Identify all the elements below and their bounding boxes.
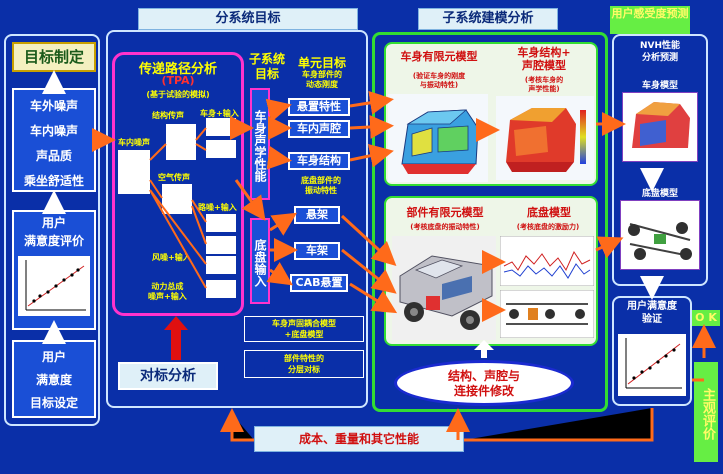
tpa-thumb-body1 <box>206 118 236 136</box>
prediction-body-image <box>622 92 698 162</box>
header-user-perception: 用户感受度预测 <box>610 6 690 34</box>
target-item-ride-comfort: 乘坐舒适性 <box>23 174 84 188</box>
tpa-label-road-input: 路噪+输入 <box>198 203 237 212</box>
tpa-thumb-road2 <box>206 236 236 254</box>
body-fem-image <box>388 94 488 182</box>
tpa-label-wind-input: 风噪+输入 <box>152 253 191 262</box>
unit-chassis-vibration-note: 底盘部件的 振动特性 <box>301 176 341 195</box>
unit-cab-mount-box: CAB悬置 <box>290 274 348 292</box>
prediction-chassis-image <box>620 200 700 270</box>
target-item-interior-noise: 车内噪声 <box>29 124 78 138</box>
tpa-label-air-path: 空气传声 <box>158 173 190 182</box>
body-acoustic-box: 车身声学性能 <box>250 88 270 200</box>
tpa-thumb-body2 <box>206 140 236 158</box>
prediction-chassis-model-label: 底盘模型 <box>641 189 678 199</box>
subsystem-target-label: 子系统 目标 <box>248 52 285 81</box>
chassis-curve-image <box>500 236 594 286</box>
tpa-label-power-input: 动力总成 噪声+输入 <box>148 282 187 301</box>
tpa-thumb-cabin <box>118 150 150 194</box>
unit-target-title: 单元目标 <box>297 56 346 70</box>
tpa-thumb-air <box>162 184 192 214</box>
user-target-box: 用户 满意度 目标设定 <box>12 340 96 418</box>
tpa-title: 传递路径分析 <box>138 62 217 77</box>
satisfaction-eval-line1: 用户 <box>41 216 66 230</box>
chassis-model-note: (考核底盘的激励力) <box>516 223 580 231</box>
target-item-sound-quality: 声品质 <box>35 149 72 163</box>
component-benchmark-box: 部件特性的 分层对标 <box>244 350 364 378</box>
body-fem-note: (验证车身的刚度 与振动特性) <box>412 72 466 89</box>
prediction-body-model-label: 车身模型 <box>641 81 678 91</box>
loop-bottom-right <box>464 408 654 442</box>
body-fem-title: 车身有限元模型 <box>400 50 478 63</box>
body-acoustic-image <box>496 96 594 180</box>
ok-badge: O K <box>692 310 720 326</box>
loop-bottom-left <box>220 408 254 442</box>
unit-body-dynamic-note: 车身部件的 动态刚度 <box>302 70 342 89</box>
unit-suspension-box: 悬置特性 <box>288 98 350 116</box>
target-items-box: 车外噪声 车内噪声 声品质 乘坐舒适性 <box>12 88 96 192</box>
chassis-input-box: 底盘输入 <box>250 218 270 304</box>
tpa-note: (基于试验的模拟) <box>146 90 210 99</box>
tpa-thumb-road1 <box>206 214 236 232</box>
user-target-line1: 用户 <box>41 350 66 364</box>
tpa-subtitle: (TPA) <box>161 74 195 87</box>
satisfaction-eval-box: 用户 满意度评价 <box>12 210 96 330</box>
truck-chassis-image <box>392 236 496 340</box>
unit-body-structure-box: 车身结构 <box>288 152 350 170</box>
target-item-exterior-noise: 车外噪声 <box>29 99 78 113</box>
satisfaction-eval-line2: 满意度评价 <box>23 234 84 248</box>
header-subsystem-target: 分系统目标 <box>138 8 358 30</box>
unit-cabin-cavity-box: 车内声腔 <box>288 120 350 138</box>
component-fem-note: (考核底盘的振动特性) <box>410 223 480 231</box>
tpa-label-structure: 结构传声 <box>152 111 184 120</box>
tpa-label-body-input: 车身+输入 <box>200 109 239 118</box>
chassis-model-title: 底盘模型 <box>527 206 571 219</box>
body-acoustic-model-title: 车身结构+ 声腔模型 <box>517 46 571 72</box>
user-verify-plot <box>618 334 686 396</box>
user-verify-title: 用户满意度 验证 <box>627 301 677 325</box>
tpa-label-cabin-noise: 车内噪声 <box>118 138 150 147</box>
modify-ellipse: 结构、声腔与 连接件修改 <box>394 360 574 406</box>
cost-weight-box: 成本、重量和其它性能 <box>254 426 464 452</box>
tpa-thumb-wind <box>206 256 236 274</box>
header-subsystem-modeling: 子系统建模分析 <box>418 8 558 30</box>
tpa-thumb-structure <box>166 124 196 160</box>
benchmark-box: 对标分析 <box>118 362 218 390</box>
subjective-eval-box: 主观评价 <box>694 362 718 462</box>
nvh-title: NVH性能 分析预测 <box>639 41 681 63</box>
user-target-line2: 满意度 <box>35 373 72 387</box>
body-acoustic-model-note: (考核车身的 声学性能) <box>524 76 564 93</box>
satisfaction-scatter-plot <box>18 256 90 316</box>
goal-setting-title: 目标制定 <box>12 42 96 72</box>
coupled-model-box: 车身声固耦合模型 +底盘模型 <box>244 316 364 342</box>
component-fem-title: 部件有限元模型 <box>406 206 484 219</box>
tpa-thumb-power <box>206 280 236 298</box>
user-target-line3: 目标设定 <box>29 396 78 410</box>
unit-frame-box: 车架 <box>294 242 340 260</box>
chassis-layout-image <box>500 290 594 338</box>
unit-suspension-frame-box: 悬架 <box>294 206 340 224</box>
